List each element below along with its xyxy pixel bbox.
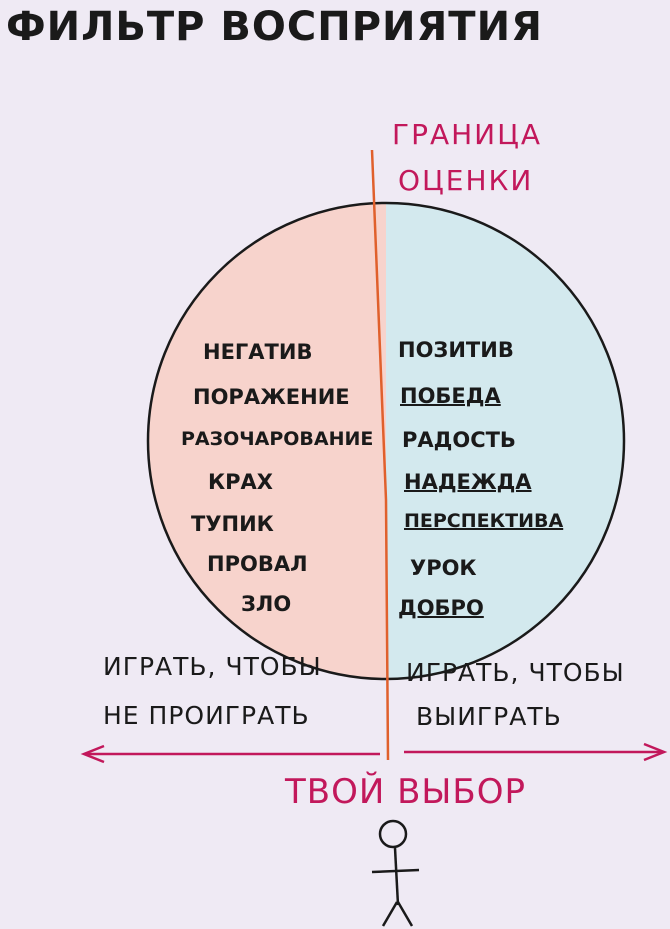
right-arrow-head-icon [643,742,668,762]
negative-word: РАЗОЧАРОВАНИЕ [181,428,374,450]
left-arrow-head-icon [80,744,105,764]
left-phrase-line1: ИГРАТЬ, ЧТОБЫ [103,652,322,681]
positive-word: ПОЗИТИВ [398,338,514,362]
left-phrase-line2: НЕ ПРОИГРАТЬ [103,701,310,730]
positive-word: РАДОСТЬ [402,428,516,452]
right-phrase-line1: ИГРАТЬ, ЧТОБЫ [406,658,625,687]
positive-word: УРОК [410,556,477,580]
page-title: ФИЛЬТР ВОСПРИЯТИЯ [6,4,543,50]
evaluation-boundary-line [370,149,390,761]
boundary-label-line1: ГРАНИЦА [392,118,543,151]
negative-word: ПОРАЖЕНИЕ [193,385,350,409]
positive-word: ПОБЕДА [400,384,501,408]
right-phrase-line2: ВЫИГРАТЬ [416,702,562,731]
negative-word: КРАХ [208,470,273,494]
choice-label: ТВОЙ ВЫБОР [285,772,527,812]
stick-figure-icon [371,819,420,927]
positive-word: НАДЕЖДА [404,470,532,494]
positive-word: ДОБРО [398,596,484,620]
negative-word: НЕГАТИВ [203,340,313,364]
positive-word: ПЕРСПЕКТИВА [404,510,564,532]
negative-word: ЗЛО [241,592,292,616]
perception-circle-outline [146,201,626,681]
negative-word: ПРОВАЛ [207,552,308,576]
negative-word: ТУПИК [191,512,274,536]
boundary-label-line2: ОЦЕНКИ [398,164,534,197]
